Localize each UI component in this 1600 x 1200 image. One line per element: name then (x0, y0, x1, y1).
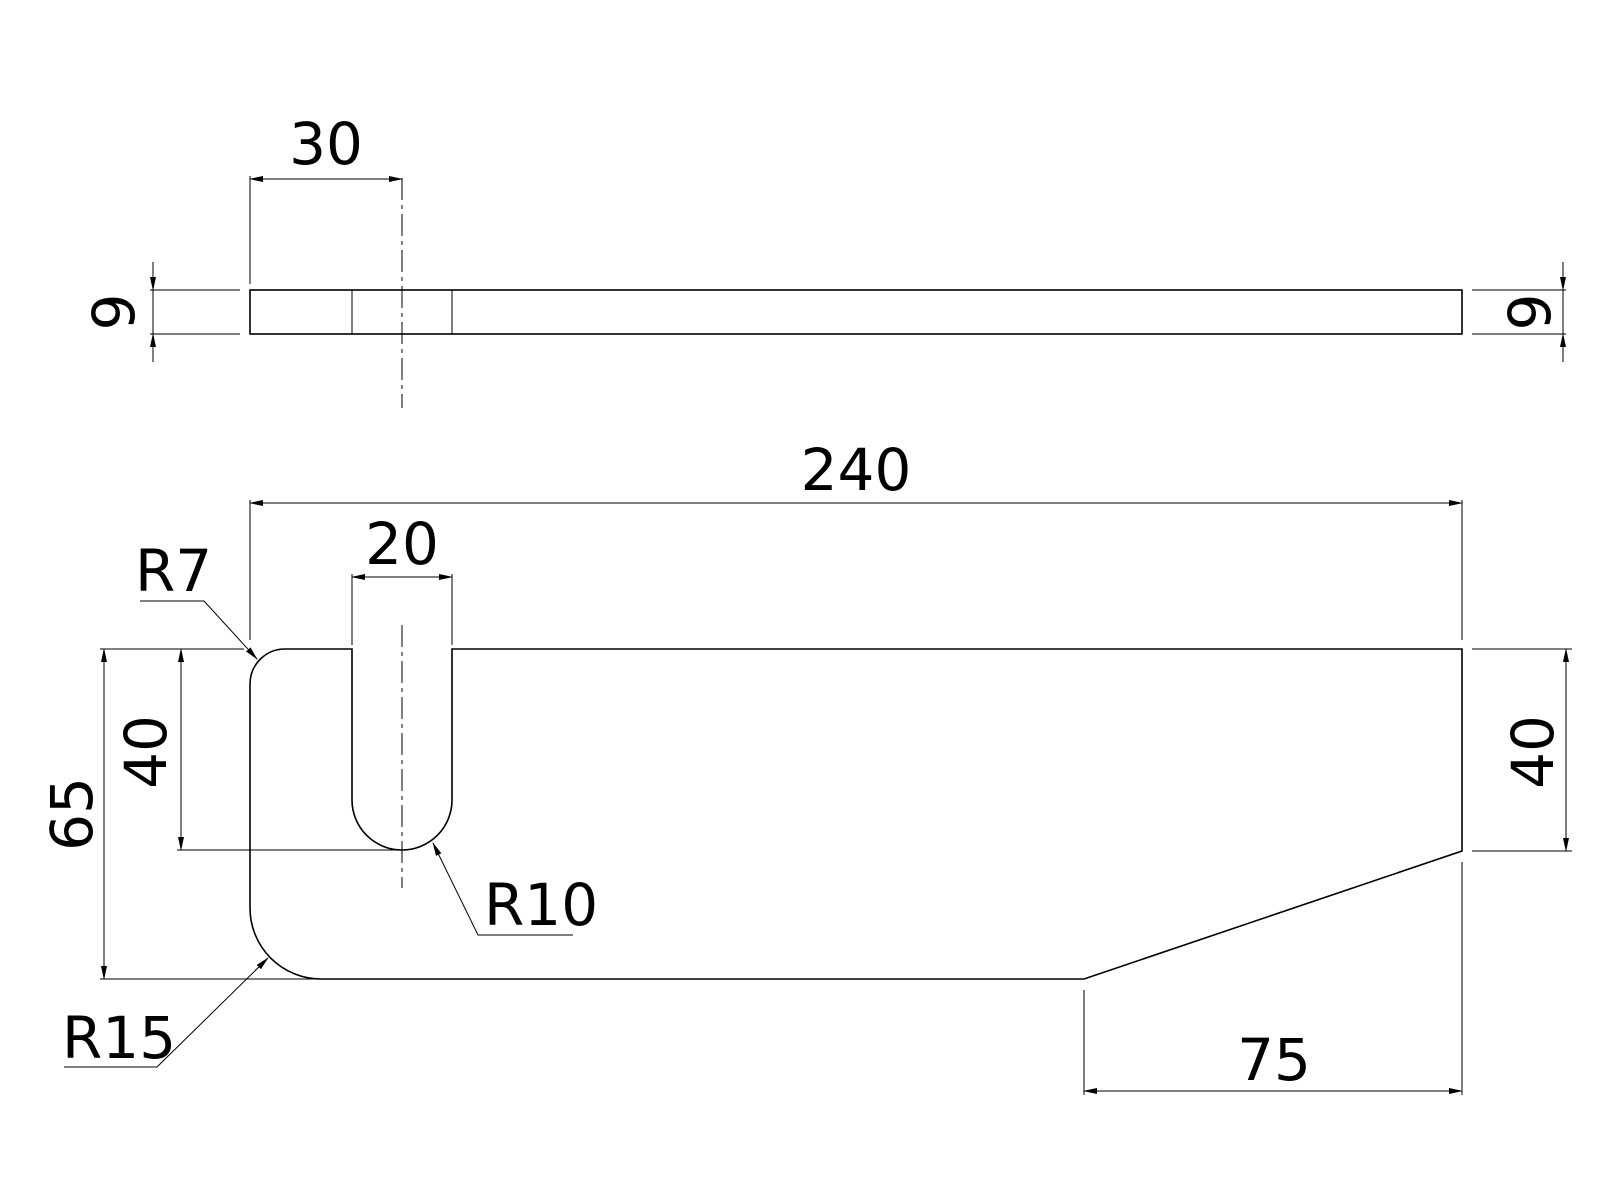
r10-label: R10 (484, 871, 598, 939)
dim-30-label: 30 (289, 110, 363, 178)
dim-9-left-label: 9 (80, 294, 148, 331)
dim-20-label: 20 (365, 510, 439, 578)
r15-leader (64, 957, 269, 1068)
r15-label: R15 (62, 1004, 176, 1072)
dim-65-label: 65 (38, 777, 106, 851)
side-view-outline (249, 289, 1463, 335)
dim-75-label: 75 (1237, 1026, 1311, 1094)
side-view: 30 9 9 (80, 110, 1566, 408)
r10-leader (432, 842, 573, 936)
front-view-outline (249, 648, 1463, 980)
r7-leader (140, 600, 258, 660)
dim-9-right-label: 9 (1496, 294, 1564, 331)
dim-40-left-label: 40 (112, 715, 180, 789)
dim-240-label: 240 (801, 436, 912, 504)
dim-40-right-label: 40 (1499, 715, 1567, 789)
front-view: 240 20 65 40 40 75 R7 R10 R15 (38, 436, 1572, 1095)
r7-label: R7 (135, 537, 212, 605)
